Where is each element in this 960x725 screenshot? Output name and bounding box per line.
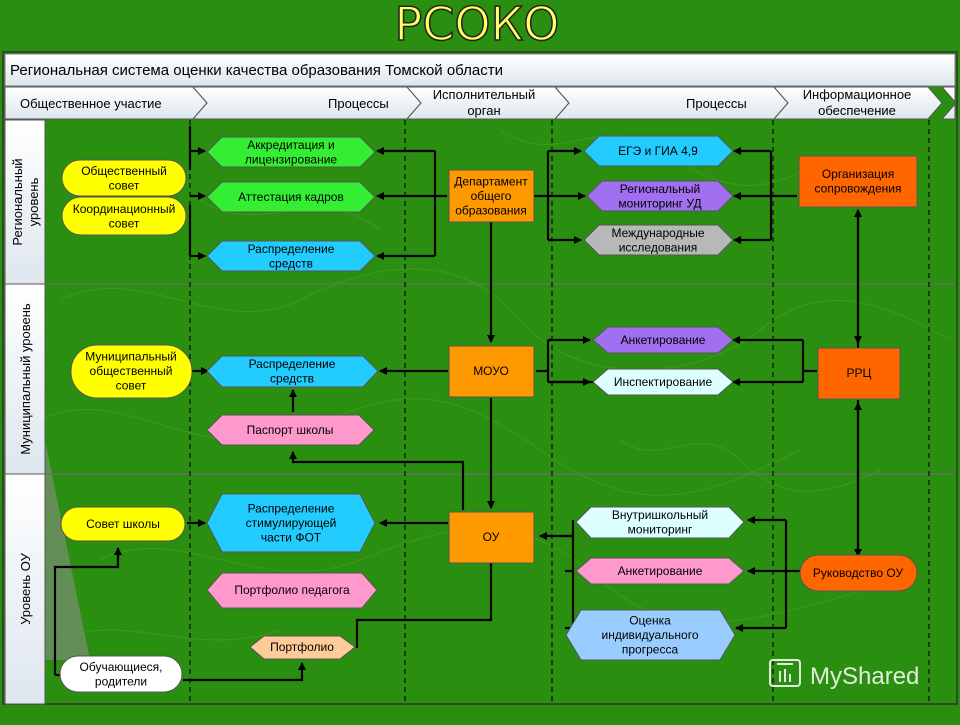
column-headers: Общественное участие Процессы Исполнител… bbox=[4, 86, 957, 120]
node-municipal-council bbox=[70, 344, 193, 399]
label-rrc: РРЦ bbox=[847, 366, 872, 380]
executive-line-1: Исполнительный bbox=[433, 87, 536, 102]
column-public: Общественное участие bbox=[20, 96, 162, 111]
node-school-council bbox=[60, 506, 186, 542]
node-mouo bbox=[448, 345, 535, 398]
label-ou: ОУ bbox=[483, 530, 500, 544]
label-anket-mun: Анкетирование bbox=[621, 333, 706, 347]
node-students-parents bbox=[59, 655, 183, 693]
node-inspection bbox=[592, 368, 734, 396]
watermark-text: MyShared bbox=[810, 663, 919, 690]
label-sovet-shkoly: Совет школы bbox=[86, 517, 160, 531]
node-rrc bbox=[817, 347, 901, 400]
node-public-council bbox=[61, 159, 187, 197]
executive-line-2: орган bbox=[467, 103, 500, 118]
level-regional: Региональныйуровень bbox=[10, 158, 41, 245]
column-processes-right: Процессы bbox=[686, 96, 747, 111]
level-school: Уровень ОУ bbox=[18, 552, 33, 625]
node-school-passport bbox=[206, 414, 375, 446]
label-obuch: Обучающиеся,родители bbox=[80, 660, 163, 689]
label-portfolio: Портфолио bbox=[270, 640, 334, 654]
info-line-2: обеспечение bbox=[818, 103, 896, 118]
label-attest: Аттестация кадров bbox=[238, 190, 344, 204]
label-portf-ped: Портфолио педагога bbox=[234, 583, 350, 597]
connectors bbox=[53, 126, 862, 682]
node-attestation bbox=[206, 181, 376, 213]
level-sidebar: Региональныйуровень Муниципальный уровен… bbox=[4, 119, 46, 705]
diagram-nodes bbox=[59, 135, 918, 693]
node-international bbox=[583, 224, 734, 256]
node-portfolio bbox=[249, 635, 356, 660]
node-department bbox=[448, 169, 535, 223]
node-ege bbox=[583, 135, 734, 167]
watermark-icon-bars bbox=[777, 663, 793, 682]
node-coordination-council bbox=[61, 196, 187, 236]
label-anket-ou: Анкетирование bbox=[618, 564, 703, 578]
label-mouo: МОУО bbox=[473, 364, 509, 378]
level-municipal: Муниципальный уровень bbox=[18, 303, 33, 455]
header-title: Региональная система оценки качества обр… bbox=[10, 62, 503, 79]
node-ou bbox=[448, 511, 535, 564]
column-dividers bbox=[189, 120, 930, 704]
node-regional-monitoring bbox=[586, 180, 734, 212]
slide-title: РСОКО bbox=[395, 0, 560, 51]
header-bar bbox=[4, 53, 956, 87]
node-school-leadership bbox=[799, 554, 918, 592]
diagram-frame bbox=[2, 51, 958, 705]
watermark: MyShared bbox=[769, 659, 919, 690]
node-funds-municipal bbox=[206, 355, 379, 388]
label-inspekt: Инспектирование bbox=[614, 375, 713, 389]
label-rukov: Руководство ОУ bbox=[813, 566, 904, 580]
label-ege: ЕГЭ и ГИА 4,9 bbox=[618, 144, 698, 158]
column-processes-left: Процессы bbox=[328, 96, 389, 111]
node-teacher-portfolio bbox=[206, 572, 378, 609]
node-survey-municipal bbox=[592, 326, 734, 354]
node-support-organization bbox=[798, 155, 918, 208]
node-funds-regional bbox=[206, 240, 376, 272]
node-fot bbox=[206, 493, 376, 553]
level-regional-2: уровень bbox=[26, 177, 41, 226]
node-survey-school bbox=[575, 557, 745, 585]
info-line-1: Информационное bbox=[803, 87, 912, 102]
watermark-icon bbox=[769, 659, 801, 687]
node-individual-progress bbox=[565, 609, 736, 661]
label-pasport: Паспорт школы bbox=[247, 423, 334, 437]
map-shape bbox=[45, 440, 90, 660]
node-accreditation bbox=[206, 136, 376, 168]
node-internal-monitoring bbox=[575, 506, 745, 539]
level-regional-1: Региональный bbox=[10, 158, 25, 245]
